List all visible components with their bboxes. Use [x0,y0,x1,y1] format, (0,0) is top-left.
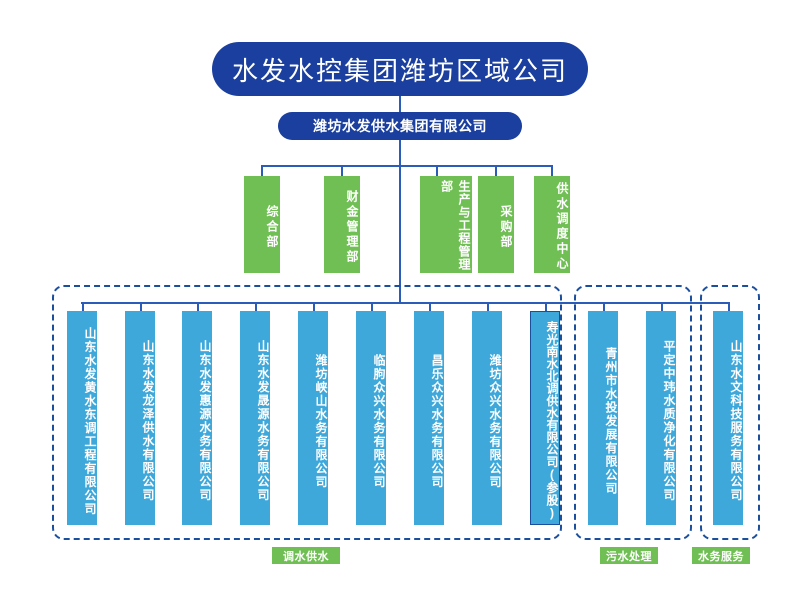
connector-drop-dept-5 [551,165,553,176]
department-label: 财金管理部 [345,189,359,265]
group-company-box[interactable]: 潍坊水发供水集团有限公司 [278,112,522,140]
category-label-text: 调水供水 [283,550,329,563]
connector-department-bus [261,165,552,167]
category-label-text: 水务服务 [698,550,744,563]
connector-drop-dept-2 [341,165,343,176]
company-label: 临朐众兴水务有限公司 [372,353,386,489]
company-box-1-6[interactable]: 临朐众兴水务有限公司 [356,311,386,525]
company-box-1-4[interactable]: 山东水发晟源水务有限公司 [240,311,270,525]
category-label-text: 污水处理 [606,550,652,563]
company-label: 山东水文科技服务有限公司 [729,340,743,502]
company-label: 寿光南水北调供水有限公司(参股) [545,321,559,521]
company-box-1-8[interactable]: 潍坊众兴水务有限公司 [472,311,502,525]
connector-root-to-group [399,96,401,112]
company-box-1-3[interactable]: 山东水发惠源水务有限公司 [182,311,212,525]
company-label: 潍坊峡山水务有限公司 [314,353,328,489]
department-label: 供水调度中心 [555,182,569,272]
category-label-1: 调水供水 [272,547,340,564]
connector-drop-dept-1 [261,165,263,176]
connector-group-spine [399,140,401,302]
company-box-1-7[interactable]: 昌乐众兴水务有限公司 [414,311,444,525]
department-box-1[interactable]: 综合部 [244,176,280,273]
connector-drop-company-1-4 [255,302,257,311]
category-label-2: 污水处理 [600,547,658,564]
connector-drop-dept-3 [436,165,438,176]
connector-drop-company-3-1 [728,302,730,311]
company-box-3-1[interactable]: 山东水文科技服务有限公司 [713,311,743,525]
company-box-2-2[interactable]: 平定中玮水质净化有限公司 [646,311,676,525]
department-label: 综合部 [265,204,279,250]
department-box-2[interactable]: 财金管理部 [324,176,360,273]
company-label: 昌乐众兴水务有限公司 [430,353,444,489]
company-box-2-1[interactable]: 青州市水投发展有限公司 [588,311,618,525]
connector-drop-company-2-2 [661,302,663,311]
department-box-3[interactable]: 生产与工程管理部 [420,176,472,273]
category-label-3: 水务服务 [692,547,750,564]
department-label: 采购部 [499,204,513,250]
company-label: 青州市水投发展有限公司 [604,346,618,496]
department-label: 生产与工程管理部 [439,180,471,271]
root-company-label: 水发水控集团潍坊区域公司 [231,55,568,86]
connector-drop-company-1-5 [313,302,315,311]
connector-drop-company-1-8 [487,302,489,311]
group-frame-3 [700,285,760,540]
company-label: 潍坊众兴水务有限公司 [488,353,502,489]
connector-drop-company-1-2 [140,302,142,311]
company-box-1-5[interactable]: 潍坊峡山水务有限公司 [298,311,328,525]
company-box-1-1[interactable]: 山东水发黄水东调工程有限公司 [67,311,97,525]
connector-drop-company-1-3 [197,302,199,311]
company-label: 平定中玮水质净化有限公司 [662,340,676,502]
company-label: 山东水发惠源水务有限公司 [198,340,212,502]
connector-drop-company-1-6 [371,302,373,311]
connector-drop-company-1-1 [82,302,84,311]
connector-drop-company-1-7 [429,302,431,311]
connector-company-bus [81,302,728,304]
connector-drop-company-1-9 [545,302,547,311]
group-frame-2 [574,285,692,540]
company-label: 山东水发黄水东调工程有限公司 [83,326,97,516]
group-frame-1 [52,285,562,540]
company-box-1-2[interactable]: 山东水发龙泽供水有限公司 [125,311,155,525]
company-box-1-9[interactable]: 寿光南水北调供水有限公司(参股) [530,311,560,525]
department-box-4[interactable]: 采购部 [478,176,514,273]
connector-drop-dept-4 [495,165,497,176]
department-box-5[interactable]: 供水调度中心 [534,176,570,273]
root-company-box[interactable]: 水发水控集团潍坊区域公司 [212,42,588,96]
company-label: 山东水发龙泽供水有限公司 [141,340,155,502]
company-label: 山东水发晟源水务有限公司 [256,340,270,502]
connector-drop-company-2-1 [603,302,605,311]
group-company-label: 潍坊水发供水集团有限公司 [313,118,487,134]
